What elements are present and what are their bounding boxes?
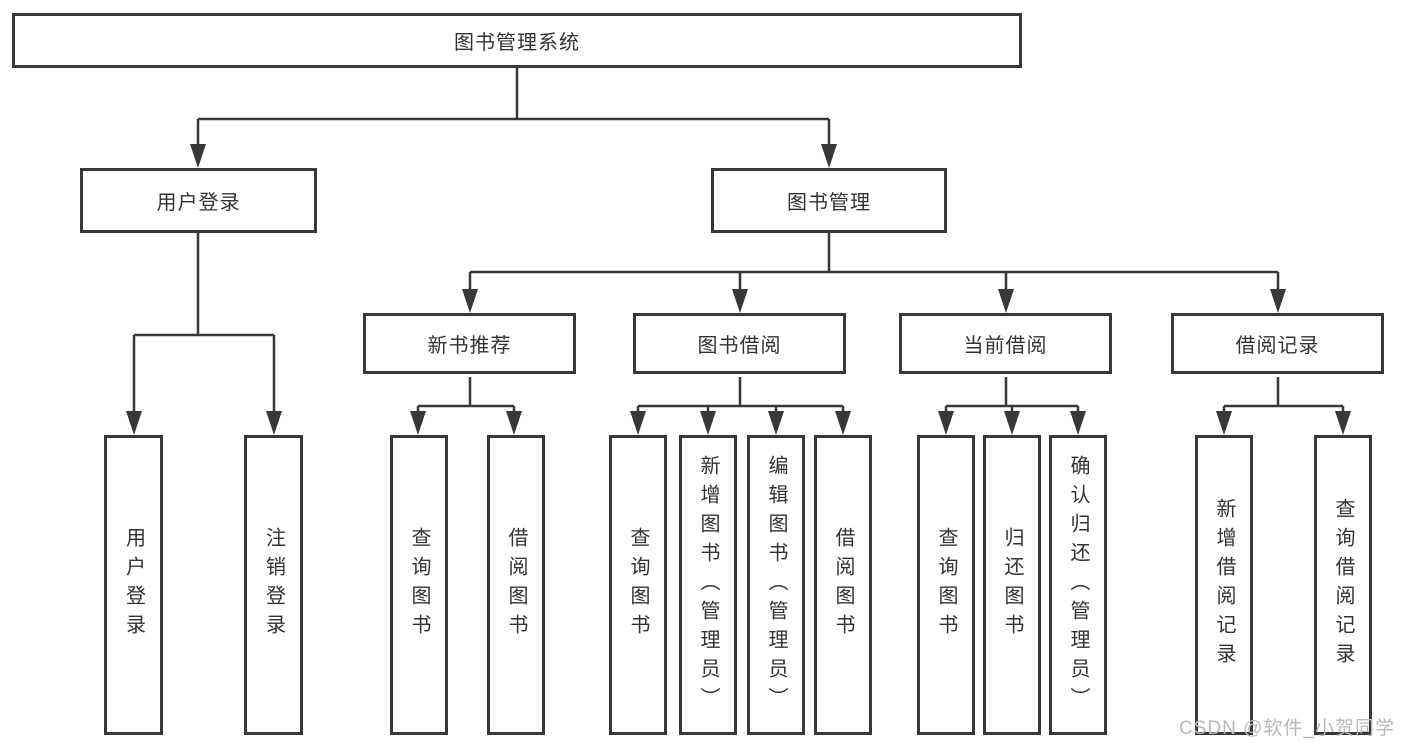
leaf-query-books-current: 查询图书 — [917, 435, 975, 735]
node-book-borrowing: 图书借阅 — [633, 313, 846, 374]
arrow-down-icon — [266, 411, 282, 435]
arrow-down-icon — [1216, 411, 1232, 435]
arrow-down-icon — [1070, 411, 1086, 435]
arrow-down-icon — [700, 411, 716, 435]
connector-bookmgmt-to-level3 — [468, 233, 1280, 291]
arrow-down-icon — [732, 289, 748, 313]
node-borrowing-records: 借阅记录 — [1171, 313, 1384, 374]
arrow-down-icon — [506, 411, 522, 435]
arrow-down-icon — [410, 411, 426, 435]
arrow-down-icon — [768, 411, 784, 435]
node-user-login: 用户登录 — [80, 168, 317, 233]
leaf-borrow-books-borrow: 借阅图书 — [814, 435, 872, 735]
arrow-down-icon — [821, 144, 837, 168]
arrow-down-icon — [190, 144, 206, 168]
arrow-down-icon — [462, 289, 478, 313]
connector-root-to-level2 — [196, 68, 831, 146]
arrow-down-icon — [1335, 411, 1351, 435]
connector-borrowing-to-leaves — [636, 377, 845, 413]
leaf-return-books: 归还图书 — [983, 435, 1041, 735]
node-current-borrowing: 当前借阅 — [899, 313, 1112, 374]
leaf-borrow-books-recommend: 借阅图书 — [487, 435, 545, 735]
leaf-query-books-borrow: 查询图书 — [609, 435, 667, 735]
arrow-down-icon — [126, 411, 142, 435]
leaf-query-books-recommend: 查询图书 — [390, 435, 448, 735]
leaf-add-books-admin: 新增图书（管理员） — [679, 435, 737, 735]
arrow-down-icon — [630, 411, 646, 435]
arrow-down-icon — [1270, 289, 1286, 313]
connector-current-to-leaves — [944, 377, 1080, 413]
leaf-confirm-return-admin: 确认归还（管理员） — [1049, 435, 1107, 735]
node-library-management-system: 图书管理系统 — [12, 13, 1022, 68]
leaf-user-login: 用户登录 — [104, 435, 163, 735]
node-new-book-recommendation: 新书推荐 — [363, 313, 576, 374]
arrow-down-icon — [938, 411, 954, 435]
node-book-management: 图书管理 — [711, 168, 947, 233]
leaf-query-borrow-record: 查询借阅记录 — [1314, 435, 1372, 735]
leaf-logout: 注销登录 — [244, 435, 303, 735]
leaf-add-borrow-record: 新增借阅记录 — [1195, 435, 1253, 735]
arrow-down-icon — [1004, 411, 1020, 435]
connector-records-to-leaves — [1222, 377, 1345, 413]
arrow-down-icon — [998, 289, 1014, 313]
connector-userlogin-to-leaves — [132, 233, 276, 413]
leaf-edit-books-admin: 编辑图书（管理员） — [747, 435, 805, 735]
watermark-text: CSDN @软件_小贺同学 — [1179, 718, 1395, 739]
arrow-down-icon — [835, 411, 851, 435]
connector-recommend-to-leaves — [416, 377, 516, 413]
